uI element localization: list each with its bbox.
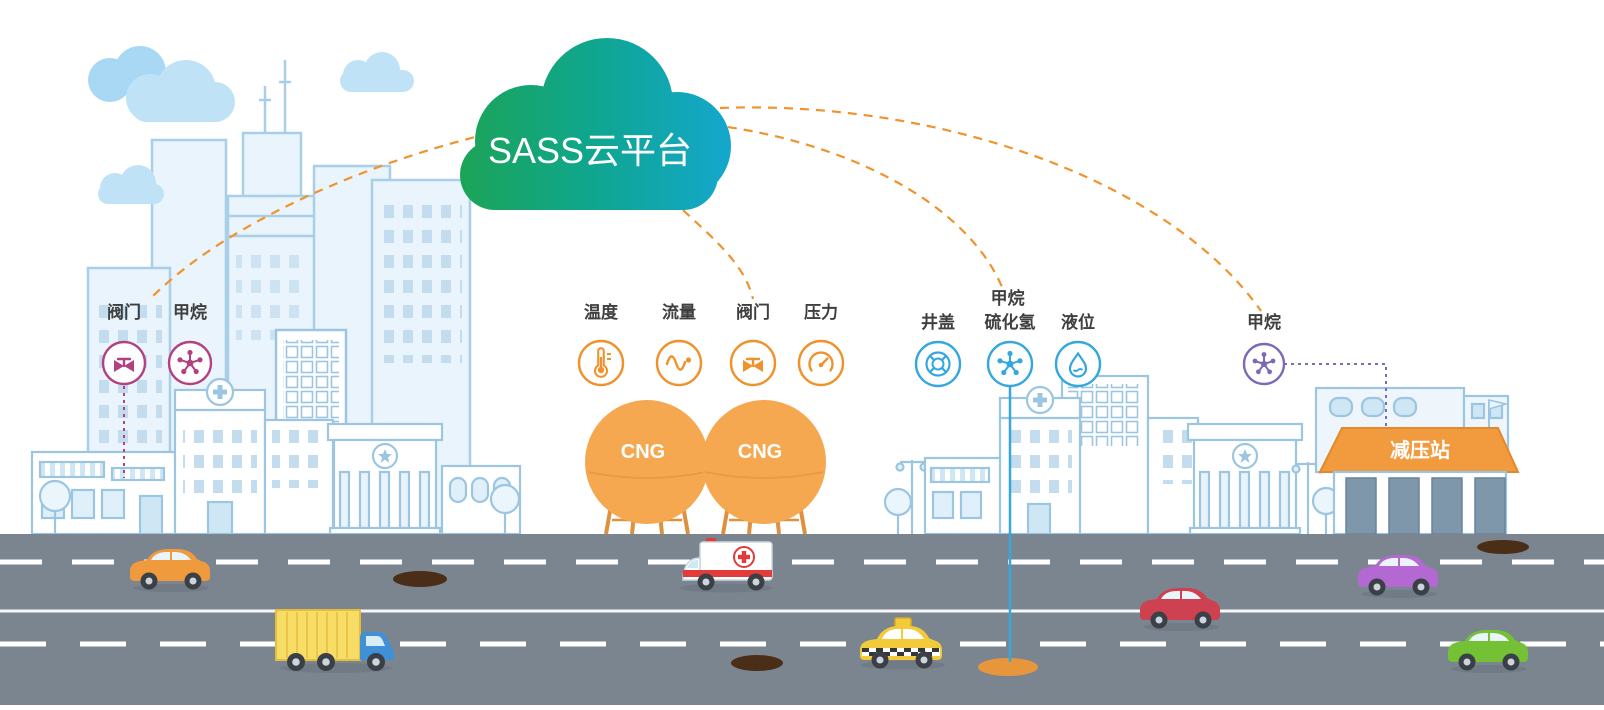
tree [38,479,72,534]
cng-tanks: CNG CNG [585,400,826,535]
arc-to-manhole-group [711,123,1004,288]
molecule-icon [1252,352,1276,375]
label-temperature: 温度 [584,302,619,322]
valve-icon [743,357,763,372]
bank-right [1186,422,1304,536]
truck-yellow [275,609,394,673]
label-city-valve: 阀门 [107,302,141,322]
manhole-cover-icon [925,351,951,377]
road [0,534,1604,705]
label-valve: 阀门 [736,302,770,322]
cloud-title: SASS云平台 [488,130,692,171]
cross-icon [1033,393,1047,407]
molecule-icon [997,350,1023,376]
pressure-gauge-icon [808,351,834,372]
sky-cloud-2 [126,60,235,122]
flow-wave-icon [665,355,692,371]
label-city-methane: 甲烷 [173,302,207,322]
hospital-right [998,385,1082,536]
sensor-group-manhole: 井盖 甲烷 硫化氢 液位 [914,288,1102,388]
sky-clouds [88,46,414,204]
cloud-platform: SASS云平台 [460,38,731,210]
label-manhole-cover: 井盖 [921,312,955,332]
tree [883,487,913,534]
manhole-dark-1 [393,571,447,587]
tank-label: CNG [738,441,782,463]
tank-label: CNG [621,441,665,463]
cross-icon [213,385,227,399]
star-icon [378,449,392,463]
liquid-level-icon [1068,351,1088,378]
station-roof-label: 减压站 [1390,438,1450,462]
molecule-icon [177,349,203,375]
pressure-station: 减压站 [1314,386,1520,536]
buildings-left [30,377,522,536]
label-liquid-level: 液位 [1061,312,1095,332]
taxi-yellow [860,617,945,670]
red-cross-icon [738,551,750,563]
label-flow: 流量 [662,302,696,322]
mid-building-left [263,418,335,536]
sky-cloud-4 [340,52,414,92]
star-icon [1238,449,1252,463]
ambulance [680,538,773,593]
manhole-orange [978,658,1038,676]
tree [489,483,521,534]
vehicles [130,538,1528,673]
sensor-group-station: 甲烷 [1242,312,1286,386]
label-station-methane: 甲烷 [1247,312,1281,332]
label-pressure: 压力 [804,302,838,322]
bank-left [326,422,444,536]
cng-tank-2: CNG [702,400,826,524]
mid-building-right [1146,416,1200,536]
valve-icon [114,357,134,372]
arc-to-city-group [151,128,506,298]
label-methane-h2s: 甲烷 硫化氢 [985,288,1036,332]
station-flag [1488,399,1509,428]
temperature-icon [593,347,611,378]
buildings-right [883,374,1341,536]
cloud-links [151,106,1262,312]
cng-tank-1: CNG [585,400,709,524]
sensor-group-cng: 温度 流量 阀门 压力 [577,302,845,387]
arc-to-cng-group [682,209,755,300]
sky-cloud-3 [98,165,164,204]
sensor-group-city: 阀门 甲烷 [101,302,213,386]
manhole-dark-2 [731,655,783,671]
station-doors [1345,477,1506,535]
arc-to-station-group [719,106,1262,312]
manhole-dark-3 [1477,540,1529,554]
hospital-left [173,377,267,536]
shop-row-left [30,450,182,536]
